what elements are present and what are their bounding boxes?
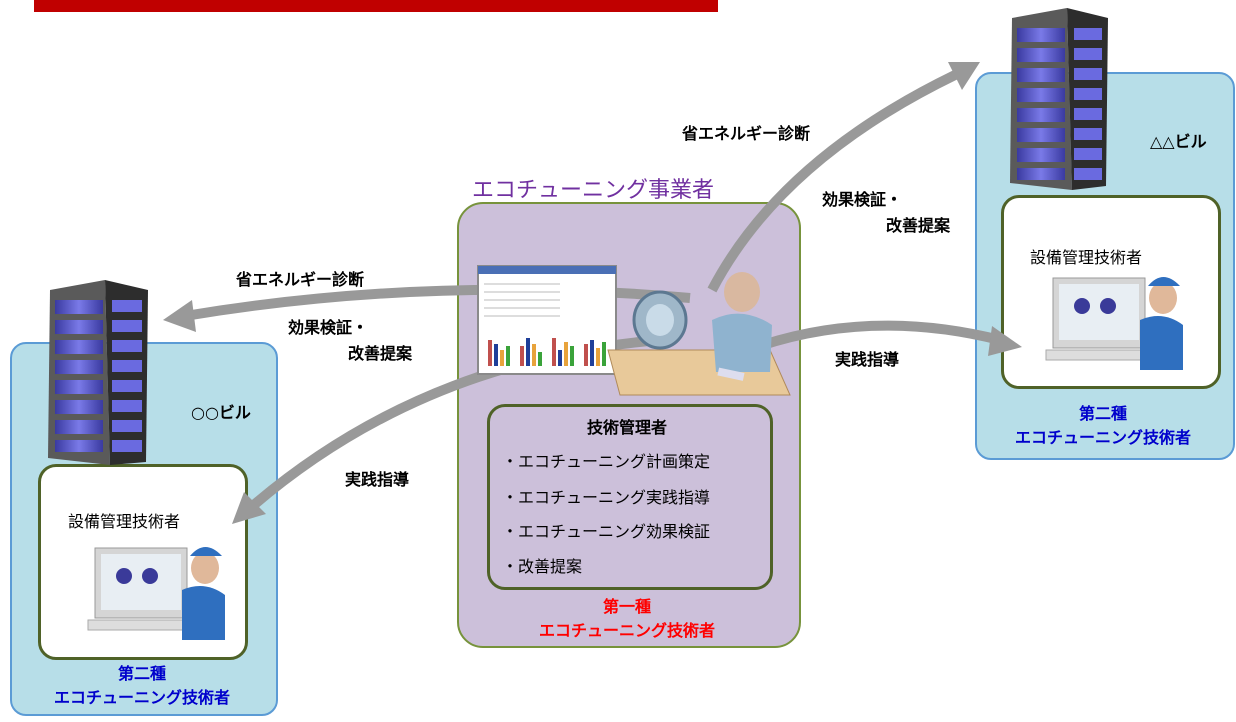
center-rank-line1: 第一種 <box>602 597 651 616</box>
company-title: エコチューニング事業者 <box>472 178 715 203</box>
label-practice-right: 実践指導 <box>835 350 900 369</box>
left-building-name: ○○ビル <box>191 403 251 422</box>
technician-at-computer-icon <box>1045 277 1183 370</box>
office-building-icon <box>48 280 148 465</box>
label-diagnosis-left: 省エネルギー診断 <box>236 270 365 289</box>
right-technician-label: 設備管理技術者 <box>1030 248 1143 267</box>
duty-item: ・エコチューニング計画策定 <box>502 452 711 471</box>
tech-manager-title: 技術管理者 <box>586 418 667 437</box>
top-accent-bar <box>34 0 718 12</box>
tech-manager-box <box>487 404 773 590</box>
center-rank-line2: エコチューニング技術者 <box>538 621 715 640</box>
technician-at-computer-icon <box>87 547 225 640</box>
arrow-diagnosis-right <box>707 62 980 293</box>
right-building-name: △△ビル <box>1150 132 1207 151</box>
left-rank-line1: 第二種 <box>117 664 166 683</box>
duty-item: ・エコチューニング実践指導 <box>502 488 711 507</box>
duty-item: ・エコチューニング効果検証 <box>502 522 711 541</box>
label-verify-left-2: 改善提案 <box>348 344 413 363</box>
label-verify-left-1: 効果検証・ <box>288 318 369 337</box>
label-verify-right-1: 効果検証・ <box>822 190 903 209</box>
right-rank-line1: 第二種 <box>1078 404 1127 423</box>
left-technician-label: 設備管理技術者 <box>68 512 181 531</box>
engineer-at-desk-icon <box>477 265 791 396</box>
arrow-diagnosis-left <box>163 284 691 332</box>
office-building-icon <box>1010 8 1108 190</box>
label-verify-right-2: 改善提案 <box>886 216 951 235</box>
label-diagnosis-right: 省エネルギー診断 <box>682 124 811 143</box>
right-rank-line2: エコチューニング技術者 <box>1014 428 1191 447</box>
label-practice-left: 実践指導 <box>345 470 410 489</box>
left-rank-line2: エコチューニング技術者 <box>53 688 230 707</box>
duty-item: ・改善提案 <box>502 557 583 576</box>
